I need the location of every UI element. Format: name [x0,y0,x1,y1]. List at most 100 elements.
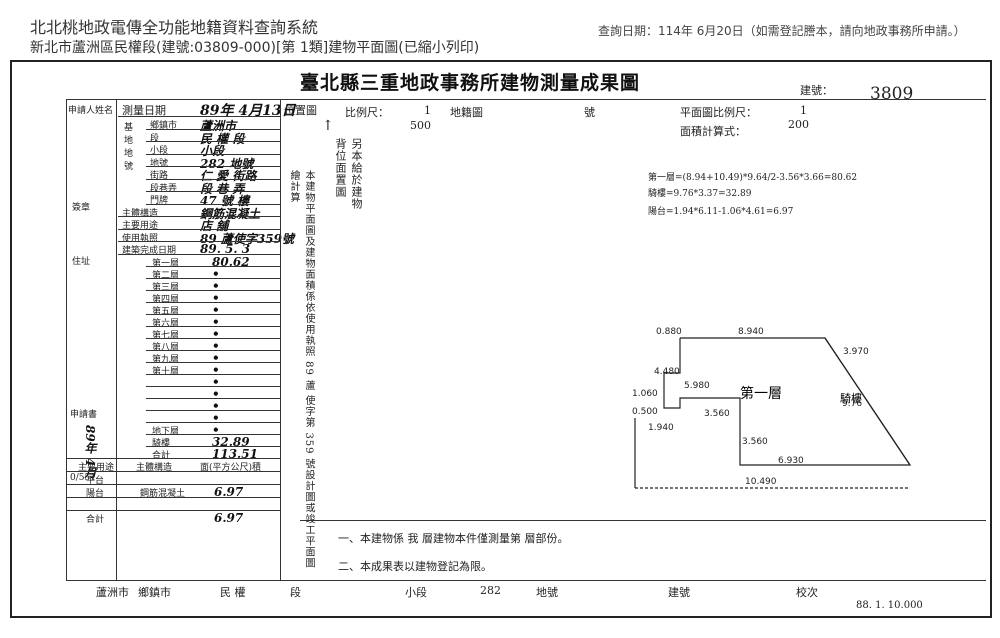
build-no-label: 建號： [800,84,833,97]
document-frame [10,60,992,618]
build-no: 3809 [870,84,914,104]
plan-dim-8: 3.560 [704,409,730,419]
floor-area: • [212,314,220,329]
footer-land-no: 282 [480,584,501,597]
form-completion-value: 89. 5. 3 [200,242,251,256]
seal-label: 簽章 [72,203,91,213]
scale-label: 比例尺： [345,106,389,119]
plan-dim-1: 0.880 [656,327,682,337]
floor-area: • [212,422,220,437]
floor-area: • [212,386,220,401]
floor-area: • [212,302,220,317]
floor-label: 第八層 [152,342,180,353]
base-label: 基地地號 [124,123,134,172]
floor-label: 第三層 [152,282,180,293]
form-license-value: 89 蘆使字359號 [200,231,294,246]
formula-1: 第一層=(8.94+10.49)*9.64/2-3.56*3.66=80.62 [648,173,858,183]
apply-label: 申請書 [70,410,98,420]
attach-area: 6.97 [214,510,244,525]
footer-subsection-label: 小段 [405,586,427,599]
attach-header: 面(平方公尺)積 [200,462,262,473]
scale-value: 1 [424,104,431,117]
floor-area: • [212,266,220,281]
attach-label: 平台 [86,475,105,486]
scale-denominator: 500 [410,119,431,132]
floor-area: 80.62 [212,254,250,269]
form-row-value: 民 權 段 [200,131,245,146]
page-subtitle: 新北市蘆洲區民權段(建號:03809-000)[第 1類]建物平面圖(已縮小列印… [30,40,480,56]
applicant-label: 申請人姓名 [68,106,114,116]
form-row-value: 段 巷 弄 [200,181,245,196]
form-row-label: 段巷弄 [150,183,178,194]
note-1: 一、本建物係 我 層建物本件僅測量第 層部份。 [338,532,569,545]
attach-struct: 鋼筋混凝土 [140,488,186,499]
note-2: 二、本成果表以建物登記為限。 [338,560,492,573]
form-row-value: 282 地號 [200,156,254,171]
attach-header: 主要用途 [78,462,115,473]
plan-floor-label: 第一層 [740,385,782,402]
floor-label: 合計 [152,450,171,461]
floor-label: 第九層 [152,354,180,365]
parcel-map-label: 地籍圖 [450,106,483,119]
source-note: 本建物平面圖及建物面積係依使用執照 89 蘆 使字第 359 號設計圖或竣工平面… [288,170,314,569]
plan-scale-value: 1 [800,104,807,117]
floor-area: • [212,290,220,305]
plan-arcade-label: 騎樓 [840,391,862,405]
north-arrow-icon: ↑ [322,118,334,134]
location-note: 另本給於建物背位面置圖 [334,138,363,210]
survey-date-value: 89年 4月13日 [200,103,296,119]
form-structure-label: 主體構造 [122,208,159,219]
plan-dim-5: 5.980 [684,381,710,391]
floor-label: 第二層 [152,270,180,281]
plan-dim-13: 10.490 [745,477,777,487]
floor-label: 第四層 [152,294,180,305]
floor-label: 第五層 [152,306,180,317]
form-row-label: 段 [150,133,160,144]
floor-area: • [212,374,220,389]
floor-area: • [212,326,220,341]
plan-dim-2: 8.940 [738,327,764,337]
form-row-value: 仁 愛 街路 [200,169,257,183]
floor-area: • [212,278,220,293]
survey-date-label: 測量日期 [122,104,166,117]
plan-dim-7: 0.500 [632,407,658,417]
floor-area: 113.51 [212,446,258,461]
plan-scale-denominator: 200 [788,118,809,131]
plan-dim-3: 3.970 [843,347,869,357]
floor-area: • [212,350,220,365]
floor-area: • [212,362,220,377]
footer-print-date: 88. 1. 10.000 [856,600,923,611]
form-completion-label: 建築完成日期 [122,246,177,256]
floor-area: • [212,398,220,413]
form-row-value: 47 號 樓 [200,194,250,208]
form-use-label: 主要用途 [122,221,159,231]
plan-dim-12: 6.930 [778,456,804,466]
floor-label: 第六層 [152,318,180,329]
footer-township: 蘆洲市 [96,586,129,599]
area-formula-label: 面積計算式： [680,125,746,138]
attach-label: 合計 [86,514,105,525]
floor-area: 32.89 [212,434,250,449]
attach-label: 陽台 [86,488,105,499]
attach-area: 6.97 [214,484,244,499]
footer-section: 民 權 [220,586,246,599]
form-row-value: 蘆洲市 [200,119,237,133]
document-title: 臺北縣三重地政事務所建物測量成果圖 [300,72,641,94]
floor-label: 第十層 [152,366,180,377]
system-title: 北北桃地政電傳全功能地籍資料查詢系統 [30,18,319,37]
plan-dim-10: 3.560 [742,437,768,447]
floor-area: • [212,410,220,425]
floor-label: 地下層 [152,426,180,437]
attach-header: 主體構造 [136,462,173,473]
location-label: 位置圖 [284,104,317,117]
footer-section-label: 段 [290,586,301,599]
plan-scale-label: 平面圖比例尺： [680,106,757,119]
form-row-label: 鄉鎮市 [150,121,178,131]
apply-value: 89年 4月 [83,425,97,479]
apply-no: 0/551 [70,473,96,483]
address-label: 住址 [72,257,91,267]
form-row-label: 門牌 [150,196,169,206]
formula-3: 陽台=1.94*6.11-1.06*4.61=6.97 [648,207,794,217]
form-license-label: 使用執照 [122,233,159,244]
form-row-label: 街路 [150,171,169,181]
